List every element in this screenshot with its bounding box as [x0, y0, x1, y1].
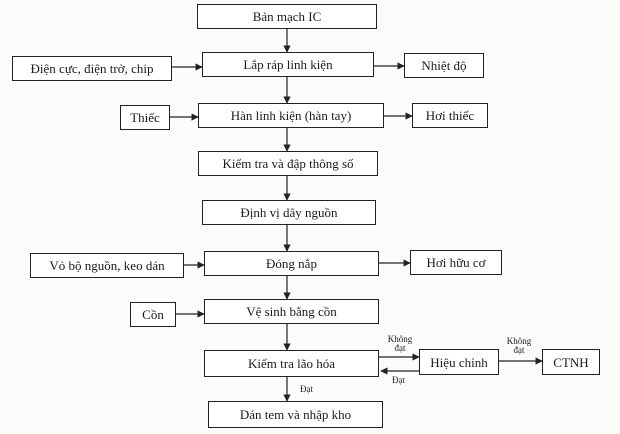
step-aging-test: Kiểm tra lão hóa — [204, 350, 379, 377]
step-close-lid: Đóng nắp — [204, 251, 379, 276]
correction-box: Hiệu chỉnh — [419, 349, 499, 375]
input-solder: Thiếc — [120, 105, 170, 130]
output-heat: Nhiệt độ — [404, 53, 484, 78]
step-assemble-components: Lắp ráp linh kiện — [202, 52, 374, 77]
label-pass: Đạt — [300, 384, 313, 394]
step-circuit-board: Bản mạch IC — [197, 4, 377, 29]
output-organic-vapor: Hơi hữu cơ — [410, 250, 502, 275]
step-alcohol-cleaning: Vệ sinh bằng cồn — [204, 299, 379, 324]
label-fail-to-waste: Không đạt — [506, 336, 532, 356]
step-label-and-store: Dán tem và nhập kho — [208, 401, 383, 428]
label-fail-to-correction: Không đạt — [387, 334, 413, 354]
step-position-power-cable: Định vị dây nguồn — [202, 200, 376, 225]
label-pass-back: Đạt — [392, 375, 405, 385]
input-alcohol: Cồn — [130, 302, 176, 327]
input-case-and-glue: Vỏ bộ nguồn, keo dán — [30, 253, 184, 278]
input-electrodes-resistors-chips: Điện cực, điện trở, chip — [12, 56, 172, 81]
step-hand-soldering: Hàn linh kiện (hàn tay) — [198, 103, 384, 128]
hazardous-waste-box: CTNH — [542, 349, 600, 375]
output-solder-fumes: Hơi thiếc — [412, 103, 488, 128]
step-test-parameters: Kiểm tra và đập thông số — [198, 151, 378, 176]
